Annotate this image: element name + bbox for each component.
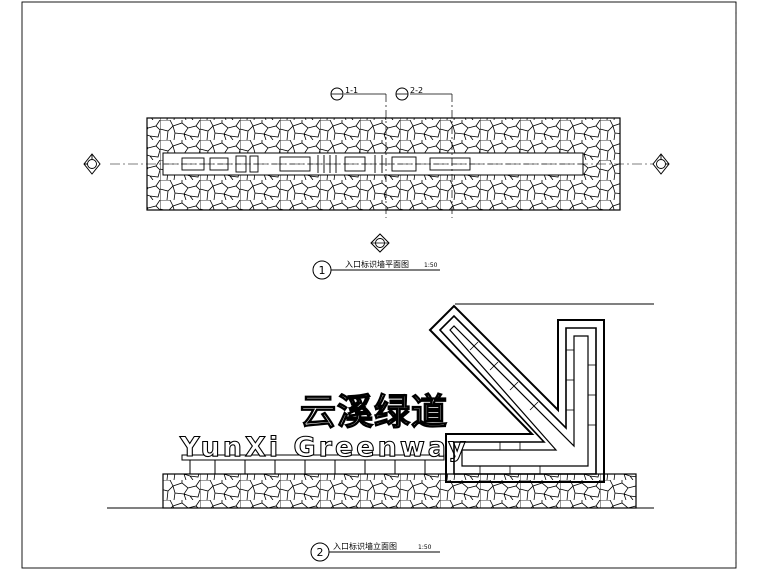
section-label-2: 2-2 [410, 86, 423, 95]
view-symbol-right [652, 153, 670, 175]
sign-rail [181, 454, 445, 474]
sheet-border [21, 1, 737, 569]
section-marker-1: 1-1 [330, 86, 358, 101]
elevation-stone-base [162, 473, 637, 509]
elevation-title-text: 入口标识墙立面图 [333, 541, 397, 551]
north-arrow-icon [370, 233, 390, 253]
plan-title-scale: 1:50 [424, 262, 438, 269]
plan-title-number: 1 [319, 264, 326, 277]
sign-arrow-icon [428, 304, 605, 483]
sign-english-text: YunXi Greenway [179, 432, 469, 463]
plan-title-text: 入口标识墙平面图 [345, 259, 409, 269]
view-symbol-left [83, 153, 101, 175]
plan-title: 1 入口标识墙平面图 1:50 [312, 259, 440, 280]
section-label-1: 1-1 [345, 86, 358, 95]
elevation-title-number: 2 [317, 546, 324, 559]
elevation-view: 云溪绿道 YunXi Greenway [107, 303, 654, 562]
plan-view: 1-1 2-2 1 入口标识墙平面图 1 [83, 86, 670, 280]
elevation-title-scale: 1:50 [418, 544, 432, 551]
sign-chinese-text: 云溪绿道 [300, 392, 448, 433]
elevation-title: 2 入口标识墙立面图 1:50 [310, 541, 440, 562]
section-marker-2: 2-2 [395, 86, 423, 101]
